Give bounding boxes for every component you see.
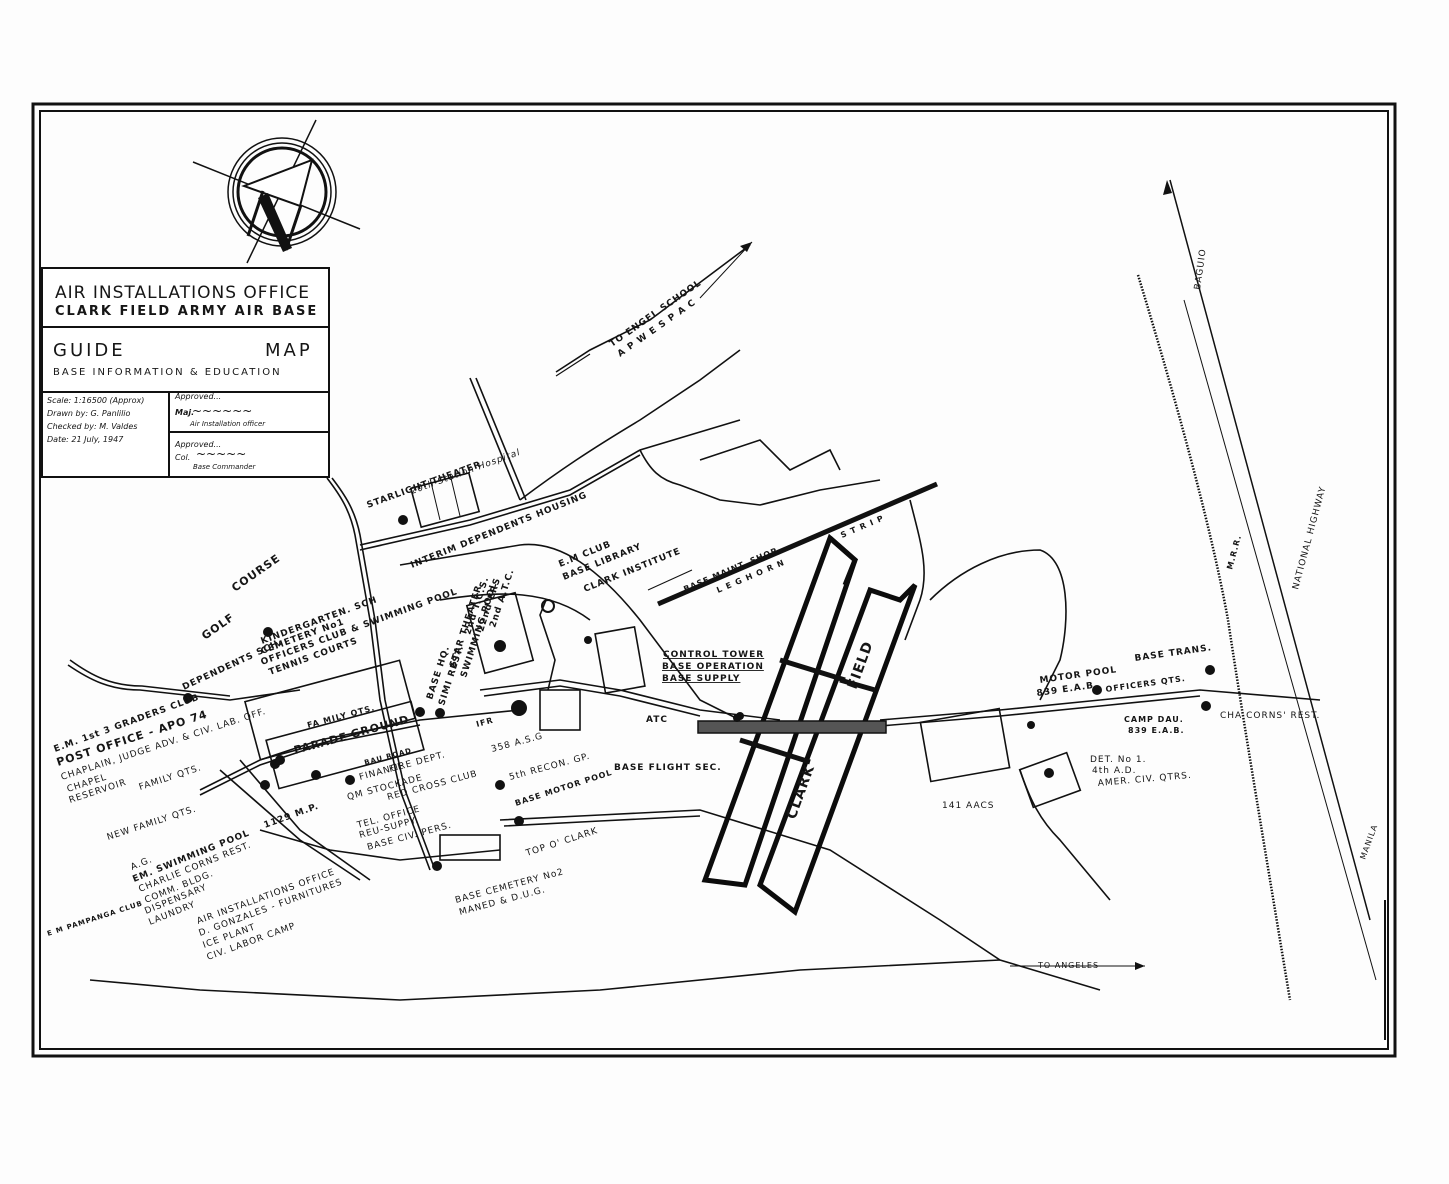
label-officers-qts: OFFICERS QTS. xyxy=(1105,674,1186,694)
railroad-mrr xyxy=(1136,274,1292,1001)
clark-field-runways xyxy=(697,533,918,917)
label-base-trans: BASE TRANS. xyxy=(1134,643,1213,664)
label-top-o-clark: TOP O' CLARK xyxy=(524,826,600,859)
scale: Scale: 1:16500 (Approx) xyxy=(47,396,145,405)
label-ground: GROUND xyxy=(349,713,410,741)
label-golf: GOLF xyxy=(199,611,237,643)
label-358-asg: 358 A.S.G xyxy=(490,731,544,754)
label-base-operation: BASE OPERATION xyxy=(662,662,764,672)
title-block xyxy=(41,267,330,478)
title-block-header xyxy=(43,269,328,328)
approved-2-rank: Col. xyxy=(175,453,191,462)
label-camp-dau: CAMP DAU. xyxy=(1124,715,1184,724)
outer-border xyxy=(31,102,1397,1058)
signature-2: ~~~~~ xyxy=(196,447,247,461)
approved-1-title: Air Installation officer xyxy=(190,420,266,428)
approved-2-label: Approved... xyxy=(175,440,222,449)
label-141-aacs: 141 AACS xyxy=(942,801,994,811)
label-base-flight-sec: BASE FLIGHT SEC. xyxy=(614,763,722,773)
label-camp-dau-eab: 839 E.A.B. xyxy=(1128,726,1185,735)
to-engel-line xyxy=(699,241,753,299)
signature-1: ~~~~~~ xyxy=(192,404,253,418)
approved-1-label: Approved... xyxy=(175,392,222,401)
subtitle: BASE INFORMATION & EDUCATION xyxy=(53,367,282,378)
label-ifr: IFR xyxy=(475,716,494,729)
label-base-supply: BASE SUPPLY xyxy=(662,674,740,684)
inner-border xyxy=(39,110,1389,1050)
office-title: AIR INSTALLATIONS OFFICE xyxy=(55,283,310,303)
label-1129-mp: 1129 M.P. xyxy=(263,802,321,831)
label-to-engel: TO ENGEL SCHOOL xyxy=(608,278,704,349)
label-mrr: M.R.R. xyxy=(1225,534,1243,571)
base-title: CLARK FIELD ARMY AIR BASE xyxy=(55,304,319,319)
leghorn-strip xyxy=(647,481,938,607)
label-control-tower: CONTROL TOWER xyxy=(663,650,764,660)
label-parade: PARADE xyxy=(292,730,349,757)
map-word: MAP xyxy=(265,340,313,361)
checked-by: Checked by: M. Valdes xyxy=(47,422,138,431)
label-clark: CLARK xyxy=(784,763,818,822)
label-em-pampanga: E M PAMPANGA CLUB xyxy=(46,899,144,938)
cross-runway xyxy=(697,720,887,734)
label-cha-corns-rest: CHA CORNS' REST. xyxy=(1220,711,1320,721)
approved-2-title: Base Commander xyxy=(193,463,256,471)
label-baguio: BAGUIO xyxy=(1193,248,1209,290)
label-det-no1: DET. No 1. xyxy=(1090,755,1146,765)
national-highway xyxy=(1163,179,1386,1040)
title-block-guide xyxy=(43,328,328,393)
drawn-by: Drawn by: G. Panlilio xyxy=(47,409,131,418)
approved-1-rank: Maj. xyxy=(175,408,195,417)
guide-word: GUIDE xyxy=(53,340,126,361)
date: Date: 21 July, 1947 xyxy=(47,435,124,444)
label-to-angeles: TO ANGELES xyxy=(1037,961,1099,970)
label-atc: ATC xyxy=(646,715,668,725)
label-new-family-qts: NEW FAMILY QTS. xyxy=(106,804,198,842)
location-pins xyxy=(183,515,1215,871)
building-grids xyxy=(243,471,1082,861)
label-national-highway: NATIONAL HIGHWAY xyxy=(1291,485,1328,591)
label-station-hospital: 20th Station Hospital xyxy=(410,448,523,497)
north-arrow-icon xyxy=(192,119,361,264)
road-network xyxy=(67,244,1321,1001)
label-manila: MANILA xyxy=(1358,823,1379,861)
label-4th-ad: 4th A.D. xyxy=(1092,766,1136,776)
label-family-qts: FAMILY QTS. xyxy=(138,763,203,793)
label-course: COURSE xyxy=(229,552,283,595)
